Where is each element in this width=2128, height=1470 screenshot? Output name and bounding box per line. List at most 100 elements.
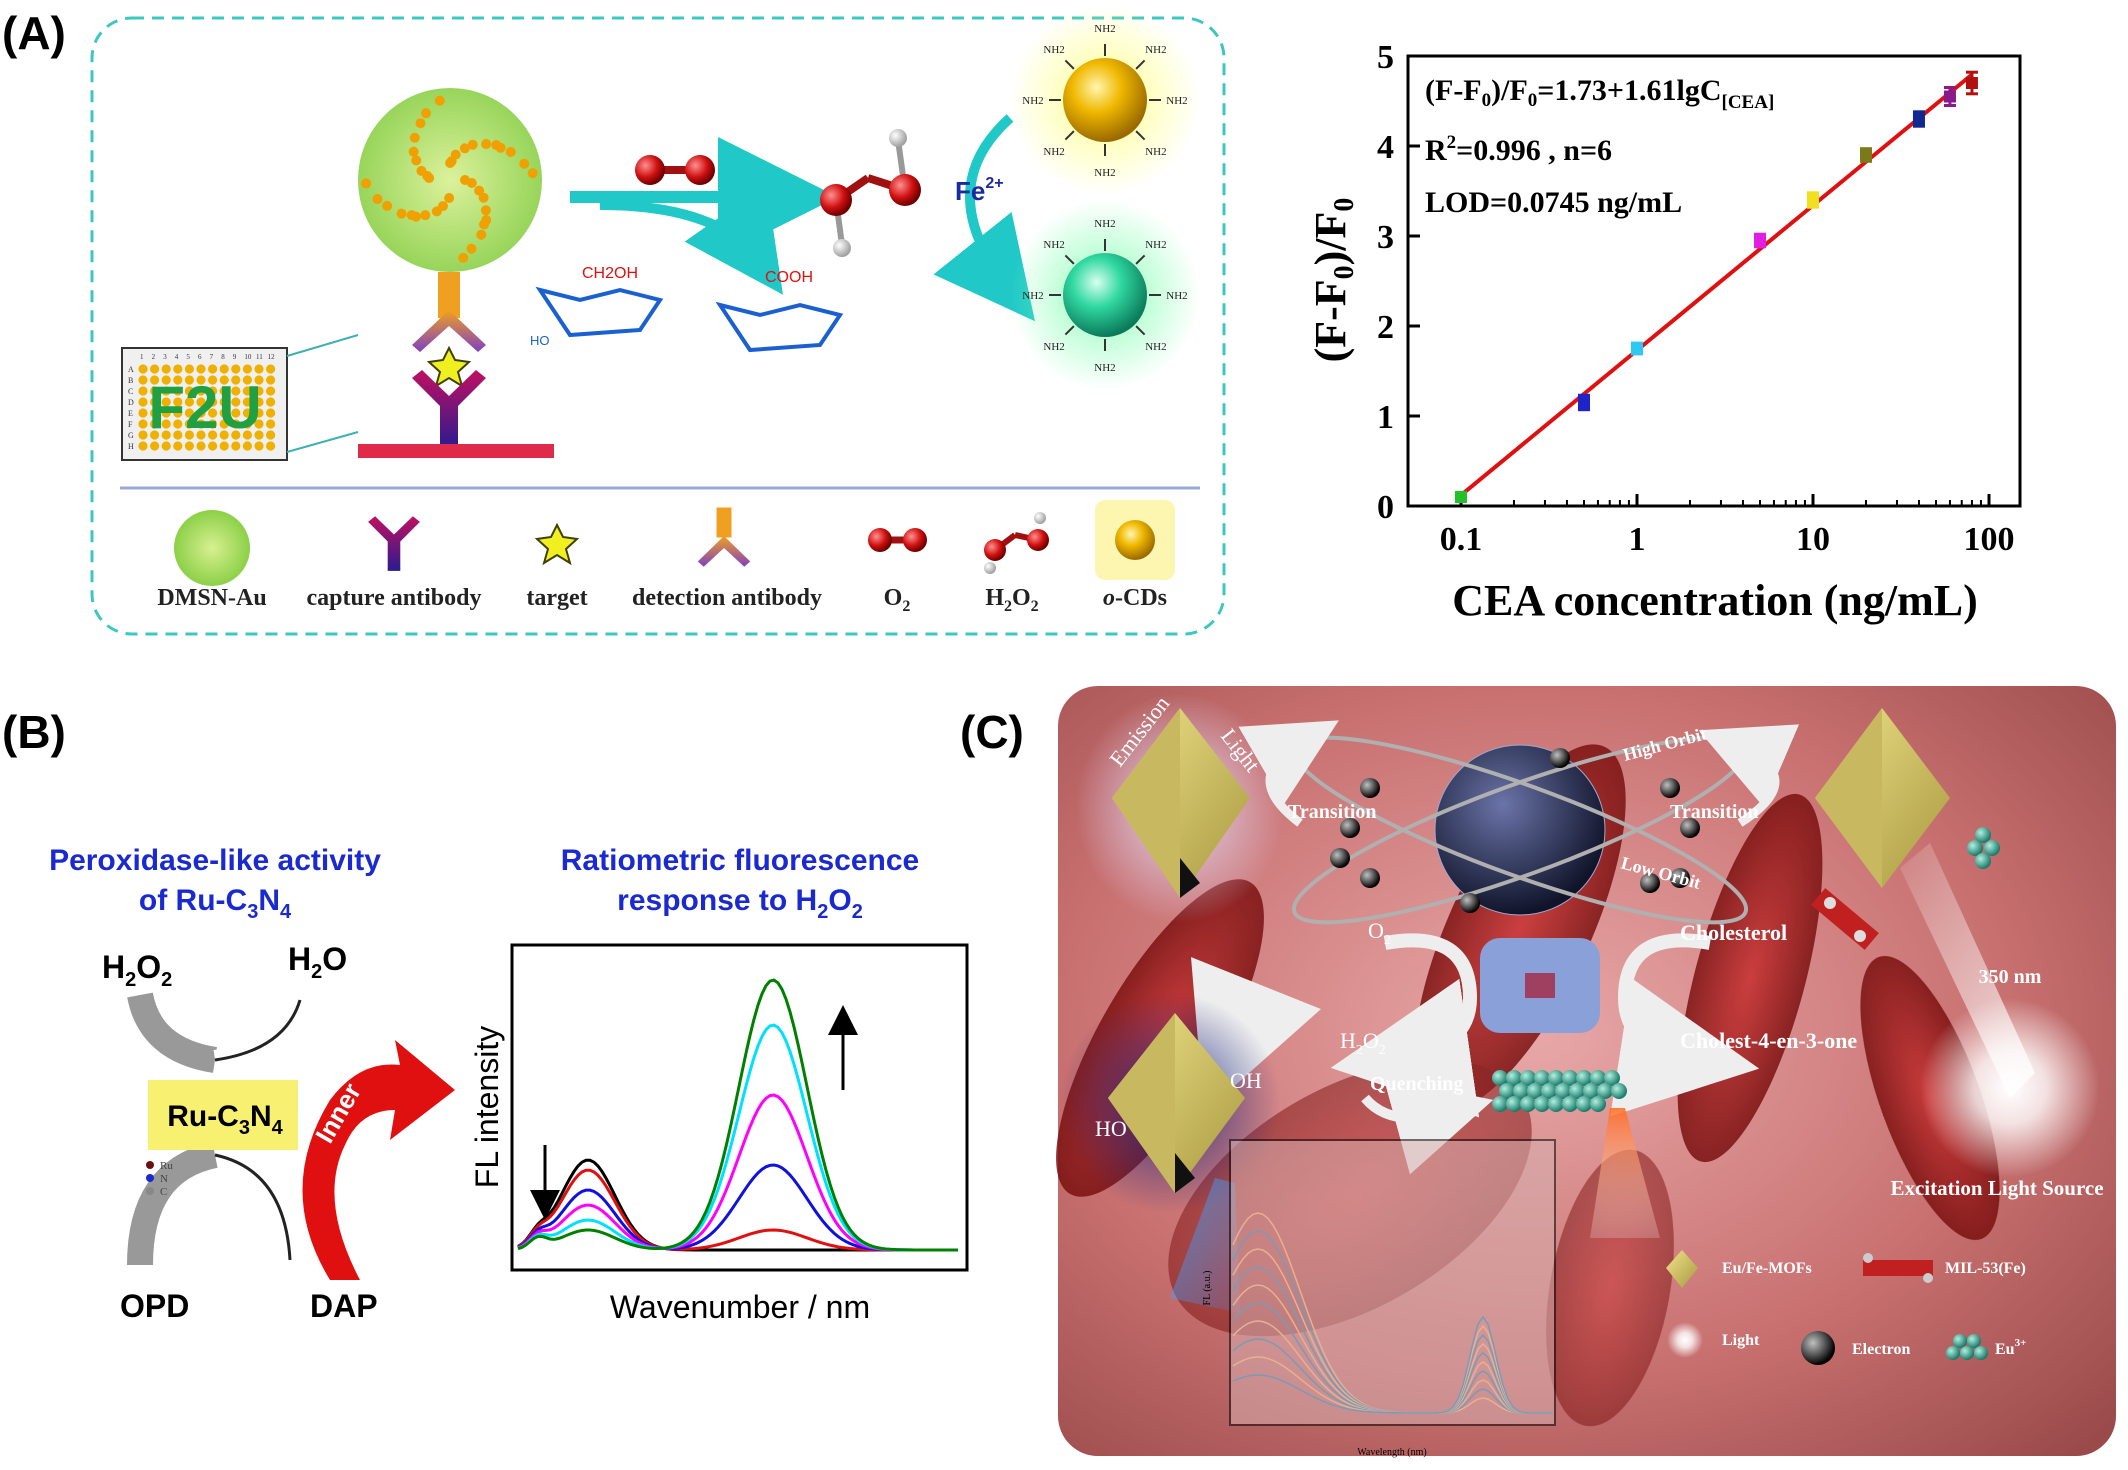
chart-r2: R2=0.996 , n=6: [1425, 132, 1612, 167]
panel-b: Peroxidase-like activity of Ru-C3N4 Rati…: [49, 844, 969, 1320]
legend-capture-icon: [368, 516, 420, 571]
b-title-left-1: Peroxidase-like activity: [49, 844, 381, 877]
b-ylabel: FL intensity: [469, 1026, 505, 1188]
eu-ion: [1597, 1083, 1613, 1099]
data-point: [1912, 113, 1925, 125]
eu-ion: [1520, 1070, 1536, 1086]
eu-ion: [1527, 1083, 1543, 1099]
legend-o2-label: O2: [884, 585, 911, 615]
plate-row-label: F: [128, 420, 133, 429]
c-cholestenone: Cholest-4-en-3-one: [1680, 1028, 1857, 1053]
amine-label: NH2: [1043, 146, 1064, 158]
y-tick-label: 3: [1377, 219, 1394, 256]
amine-label: NH2: [1166, 290, 1187, 302]
eu-ion: [1492, 1070, 1508, 1086]
plate-row-label: C: [128, 387, 133, 396]
electron: [1680, 818, 1700, 838]
electron: [1660, 778, 1680, 798]
c-transition-right: Transition: [1670, 801, 1759, 823]
eu-ion: [1562, 1096, 1578, 1112]
c-legend-mil: MIL-53(Fe): [1945, 1260, 2026, 1277]
eu-ion: [1590, 1070, 1606, 1086]
gluconic-structure: COOH: [715, 269, 844, 353]
plate-text: F2U: [148, 374, 261, 441]
legend-ocds-icon: [1095, 500, 1175, 580]
b-xlabel: Wavenumber / nm: [610, 1289, 870, 1320]
amine-label: NH2: [1043, 341, 1064, 353]
eu-ion: [1583, 1083, 1599, 1099]
plate-col-label: 9: [233, 353, 237, 361]
electron: [1360, 868, 1380, 888]
plate-row-label: A: [128, 365, 134, 374]
eu-ion: [1541, 1083, 1557, 1099]
data-point: [1806, 194, 1819, 206]
b-title-right-2: response to H2O2: [617, 884, 863, 923]
legend-dmsn-label: DMSN-Au: [157, 585, 266, 611]
c-legend-electron: Electron: [1852, 1341, 1910, 1358]
amine-label: NH2: [1145, 341, 1166, 353]
y-tick-label: 0: [1377, 489, 1394, 526]
eu-ion: [1562, 1070, 1578, 1086]
c-enzyme: [1480, 938, 1600, 1033]
c-h2o2: H2O2: [1340, 1028, 1386, 1058]
electron: [1360, 778, 1380, 798]
c-cholesterol: Cholesterol: [1680, 920, 1787, 945]
h2o2-molecule: [820, 129, 921, 257]
c-ho-left: HO: [1095, 1116, 1127, 1141]
eu-ion: [1499, 1083, 1515, 1099]
panel-c: Emission Light Transition Transition Hig…: [1056, 686, 2116, 1458]
x-tick-label: 10: [1796, 521, 1830, 558]
c-octahedron-top-right: [1815, 708, 1950, 888]
legend-h2o2-icon: [984, 512, 1049, 574]
legend-detection-label: detection antibody: [632, 585, 822, 611]
chart-xlabel: CEA concentration (ng/mL): [1452, 576, 1978, 625]
immuno-sandwich: [358, 272, 554, 458]
amine-label: NH2: [1094, 23, 1115, 35]
legend-target-label: target: [526, 585, 587, 611]
c-orbit-sphere: [1291, 735, 1749, 925]
b-h2o: H2O: [288, 941, 347, 983]
c-legend-light: Light: [1722, 1332, 1760, 1349]
legend-o2-icon: [868, 528, 927, 552]
amine-label: NH2: [1043, 239, 1064, 251]
plate-col-label: 2: [152, 353, 156, 361]
plate-col-label: 8: [221, 353, 225, 361]
b-h2o2: H2O2: [102, 949, 172, 991]
eu-ion: [1590, 1096, 1606, 1112]
c-mil53-molecule: [1811, 888, 1879, 950]
c-legend-electron-icon: [1801, 1331, 1835, 1365]
eu-ion: [1548, 1096, 1564, 1112]
o2-molecule: [635, 155, 715, 185]
plate-col-label: 1: [140, 353, 144, 361]
data-point: [1578, 396, 1591, 409]
c-eu-cluster-top: [1967, 827, 2000, 869]
eu-ion: [1534, 1096, 1550, 1112]
inset-curve: [1232, 1315, 1553, 1414]
c-octahedron-left: [1108, 1013, 1245, 1193]
plate-row-label: B: [128, 376, 133, 385]
x-tick-label: 100: [1964, 521, 2015, 558]
y-tick-label: 2: [1377, 309, 1394, 346]
c-inset-ylabel: FL (a.u.): [1202, 1271, 1213, 1306]
plate-col-label: 11: [256, 353, 263, 361]
c-350nm: 350 nm: [1979, 966, 2042, 988]
electron: [1330, 848, 1350, 868]
b-catalyst: Ru-C3N4: [167, 1100, 283, 1139]
gluconic-cooh: COOH: [765, 269, 813, 286]
c-inset-plot: FL (a.u.) Wavelength (nm): [1202, 1139, 1556, 1458]
eu-ion: [1548, 1070, 1564, 1086]
b-arrow-bottom-left: [127, 1142, 219, 1266]
eu-ion: [1534, 1070, 1550, 1086]
amine-label: NH2: [1145, 239, 1166, 251]
amine-label: NH2: [1022, 290, 1043, 302]
data-point: [1859, 149, 1872, 161]
eu-ion: [1513, 1083, 1529, 1099]
b-opd: OPD: [120, 1288, 189, 1320]
electron: [1550, 748, 1570, 768]
c-oh-right: OH: [1230, 1068, 1262, 1093]
data-point: [1454, 491, 1467, 503]
legend-target-icon: [534, 522, 580, 566]
eu-ion: [1604, 1070, 1620, 1086]
